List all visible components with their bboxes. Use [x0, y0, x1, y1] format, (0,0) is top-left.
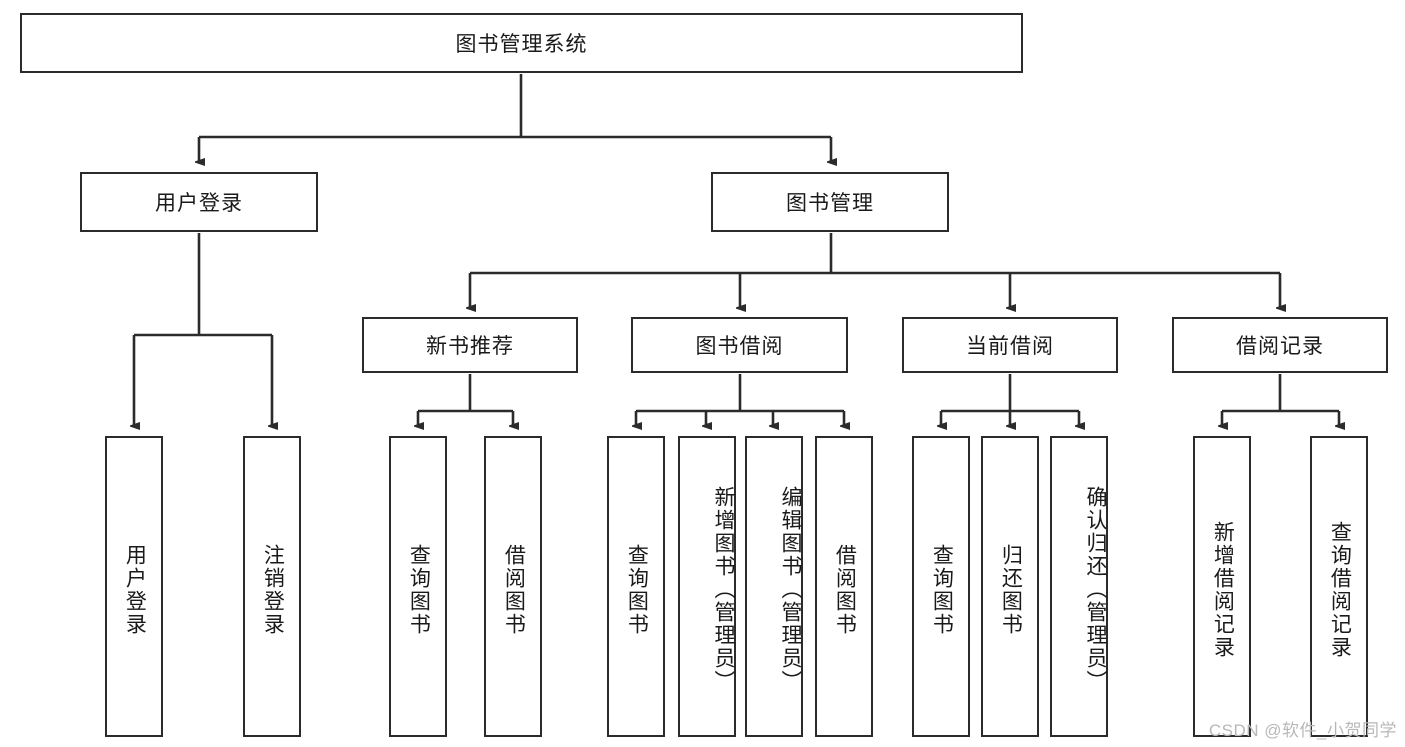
node-label: 确认归还（管理员）: [1084, 486, 1107, 693]
leaf-current-borrow-query-book[interactable]: 查询图书: [912, 436, 970, 737]
node-label: 编辑图书（管理员）: [779, 486, 802, 693]
node-label: 图书管理: [786, 192, 874, 215]
node-label: 归还图书: [999, 543, 1023, 636]
node-label: 注销登录: [261, 543, 285, 636]
node-label: 借阅记录: [1236, 335, 1324, 358]
leaf-book-borrow-edit-book-admin[interactable]: 编辑图书（管理员）: [745, 436, 803, 737]
node-borrow-record[interactable]: 借阅记录: [1172, 317, 1388, 373]
node-book-management[interactable]: 图书管理: [711, 172, 949, 232]
node-label: 用户登录: [155, 192, 243, 215]
node-user-login[interactable]: 用户登录: [80, 172, 318, 232]
leaf-book-borrow-borrow-book[interactable]: 借阅图书: [815, 436, 873, 737]
leaf-new-book-borrow-book[interactable]: 借阅图书: [484, 436, 542, 737]
leaf-borrow-record-add-record[interactable]: 新增借阅记录: [1193, 436, 1251, 737]
leaf-new-book-query-book[interactable]: 查询图书: [389, 436, 447, 737]
leaf-current-borrow-confirm-return-admin[interactable]: 确认归还（管理员）: [1050, 436, 1108, 737]
node-label: 借阅图书: [833, 543, 857, 636]
node-label: 图书管理系统: [455, 33, 588, 56]
node-label: 新增图书（管理员）: [712, 486, 735, 693]
node-book-borrow[interactable]: 图书借阅: [631, 317, 848, 373]
node-label: 查询借阅记录: [1328, 520, 1352, 659]
node-label: 查询图书: [625, 543, 649, 636]
node-label: 当前借阅: [966, 335, 1054, 358]
node-label: 图书借阅: [695, 335, 784, 358]
node-label: 用户登录: [123, 543, 147, 636]
leaf-borrow-record-query-record[interactable]: 查询借阅记录: [1310, 436, 1368, 737]
leaf-book-borrow-add-book-admin[interactable]: 新增图书（管理员）: [678, 436, 736, 737]
node-label: 查询图书: [407, 543, 431, 636]
leaf-book-borrow-query-book[interactable]: 查询图书: [607, 436, 665, 737]
node-label: 借阅图书: [502, 543, 526, 636]
watermark-text: CSDN @软件_小贺同学: [1208, 721, 1397, 740]
node-new-book-recommend[interactable]: 新书推荐: [362, 317, 578, 373]
node-root-system[interactable]: 图书管理系统: [20, 13, 1023, 73]
node-label: 查询图书: [930, 543, 954, 636]
leaf-current-borrow-return-book[interactable]: 归还图书: [981, 436, 1039, 737]
node-label: 新增借阅记录: [1211, 520, 1235, 659]
leaf-user-login-logout[interactable]: 注销登录: [243, 436, 301, 737]
leaf-user-login-login[interactable]: 用户登录: [105, 436, 163, 737]
node-label: 新书推荐: [426, 335, 514, 358]
node-current-borrow[interactable]: 当前借阅: [902, 317, 1118, 373]
